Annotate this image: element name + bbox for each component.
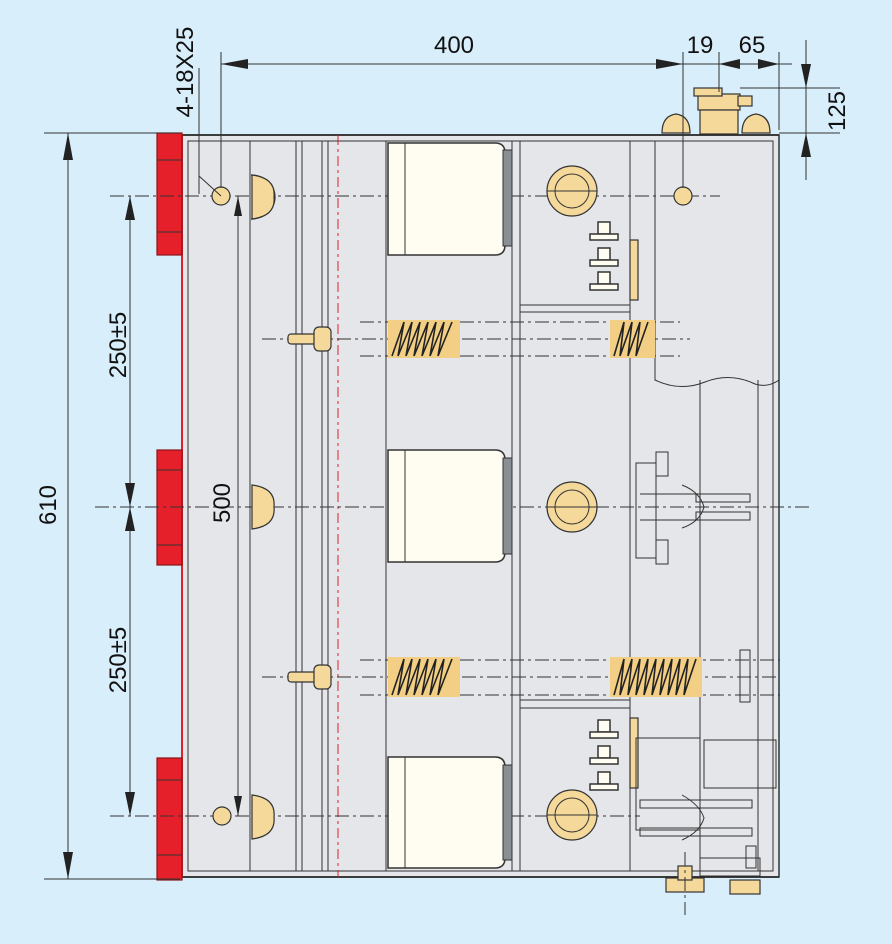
dimension-lines: [44, 40, 840, 880]
dim-height-top: 125: [824, 91, 851, 131]
dim-height-total: 610: [35, 485, 62, 525]
bottom-feet: [665, 852, 761, 915]
aux-terminals-lower: [589, 717, 639, 791]
mechanism: [635, 451, 777, 877]
insulator-upper: [387, 142, 513, 256]
dim-hole-spec: 4-18X25: [172, 27, 199, 118]
dim-width-gap: 19: [687, 32, 714, 59]
aux-terminals-upper: [589, 221, 639, 301]
dim-pitch-upper: 250±5: [105, 312, 132, 379]
rail-bolts: [287, 326, 332, 690]
terminal-upper: [156, 132, 183, 256]
insulator-middle: [387, 449, 513, 563]
dim-width-side: 65: [739, 32, 766, 59]
dim-width-main: 400: [434, 32, 474, 59]
main-frame: [181, 134, 780, 878]
dim-pitch-lower: 250±5: [105, 627, 132, 694]
springs: [388, 320, 702, 697]
contact-rounds-right: [546, 165, 598, 841]
terminal-lower: [156, 757, 183, 881]
insulator-lower: [387, 756, 513, 869]
dim-mount-span: 500: [209, 483, 236, 523]
top-head: [661, 87, 771, 135]
contact-discs-left: [250, 174, 276, 840]
